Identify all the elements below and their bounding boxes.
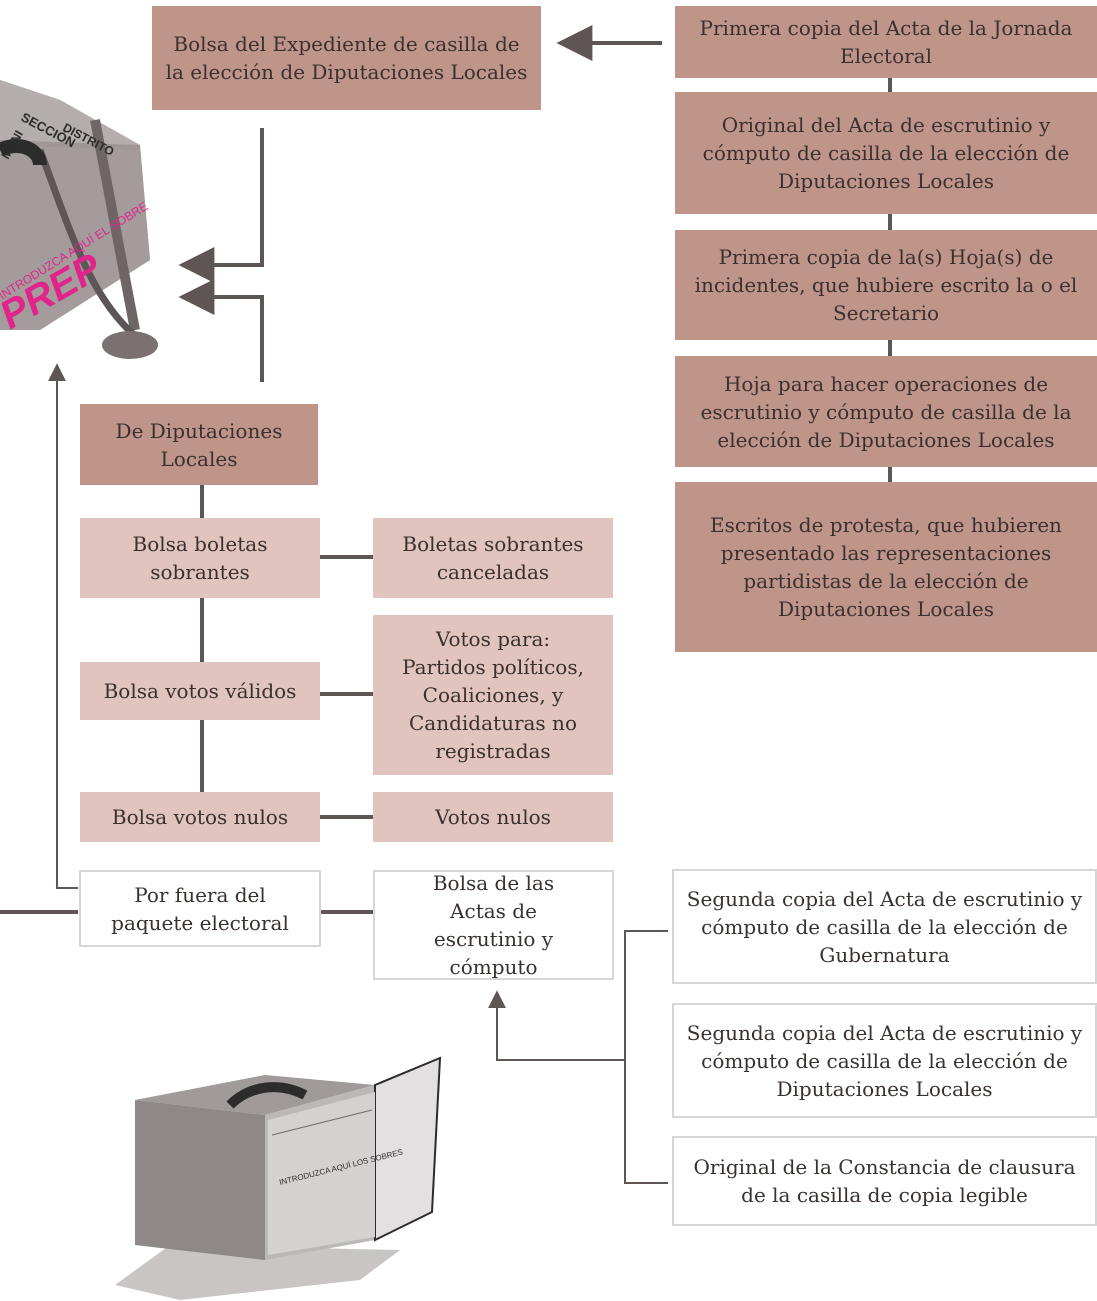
votos-para-box: Votos para: Partidos políticos, Coalicio… xyxy=(373,615,613,775)
primera-copia-hojas-incidentes-box: Primera copia de la(s) Hoja(s) de incide… xyxy=(675,230,1097,340)
bolsa-boletas-sobrantes-box: Bolsa boletas sobrantes xyxy=(80,518,320,598)
hoja-operaciones-label: Hoja para hacer operaciones de escrutini… xyxy=(700,371,1072,452)
escritos-protesta-label: Escritos de protesta, que hubieren prese… xyxy=(710,513,1062,621)
segunda-copia-diputaciones-label: Segunda copia del Acta de escrutinio y c… xyxy=(686,1020,1083,1101)
bolsa-expediente-label: Bolsa del Expediente de casilla de la el… xyxy=(165,32,528,84)
primera-copia-hojas-incidentes-label: Primera copia de la(s) Hoja(s) de incide… xyxy=(694,245,1078,325)
primera-copia-acta-jornada-box: Primera copia del Acta de la Jornada Ele… xyxy=(675,6,1097,78)
original-constancia-clausura-label: Original de la Constancia de clausura de… xyxy=(693,1155,1076,1207)
bolsa-actas-escrutinio-box: Bolsa de las Actas de escrutinio y cómpu… xyxy=(373,870,614,980)
segunda-copia-gubernatura-label: Segunda copia del Acta de escrutinio y c… xyxy=(686,886,1083,967)
boletas-sobrantes-canceladas-label: Boletas sobrantes canceladas xyxy=(402,532,584,584)
envelope-box-illustration: INTRODUZCA AQUÍ LOS SOBRES xyxy=(115,1056,442,1300)
bolsa-votos-validos-box: Bolsa votos válidos xyxy=(80,662,320,720)
bolsa-actas-escrutinio-label: Bolsa de las Actas de escrutinio y cómpu… xyxy=(432,871,555,979)
votos-nulos-box: Votos nulos xyxy=(373,792,613,842)
electoral-package-illustration: SECCIÓN DISTRITO MUNI INTRODUZCA AQUÍ EL… xyxy=(0,80,158,359)
boletas-sobrantes-canceladas-box: Boletas sobrantes canceladas xyxy=(373,518,613,598)
primera-copia-acta-jornada-label: Primera copia del Acta de la Jornada Ele… xyxy=(699,16,1073,68)
votos-para-label: Votos para: Partidos políticos, Coalicio… xyxy=(402,627,584,763)
bolsa-votos-nulos-box: Bolsa votos nulos xyxy=(80,792,320,842)
escritos-protesta-box: Escritos de protesta, que hubieren prese… xyxy=(675,482,1097,652)
original-acta-escrutinio-label: Original del Acta de escrutinio y cómput… xyxy=(702,113,1070,193)
bolsa-votos-nulos-label: Bolsa votos nulos xyxy=(111,805,289,829)
bolsa-expediente-box: Bolsa del Expediente de casilla de la el… xyxy=(152,6,541,110)
bolsa-votos-validos-label: Bolsa votos válidos xyxy=(103,679,297,703)
de-diputaciones-locales-box: De Diputaciones Locales xyxy=(80,404,318,485)
bolsa-boletas-sobrantes-label: Bolsa boletas sobrantes xyxy=(132,532,268,584)
por-fuera-paquete-label: Por fuera del paquete electoral xyxy=(111,882,289,935)
votos-nulos-label: Votos nulos xyxy=(435,805,551,829)
original-constancia-clausura-box: Original de la Constancia de clausura de… xyxy=(672,1136,1097,1226)
segunda-copia-diputaciones-box: Segunda copia del Acta de escrutinio y c… xyxy=(672,1003,1097,1118)
hoja-operaciones-box: Hoja para hacer operaciones de escrutini… xyxy=(675,356,1097,467)
original-acta-escrutinio-box: Original del Acta de escrutinio y cómput… xyxy=(675,92,1097,214)
por-fuera-paquete-box: Por fuera del paquete electoral xyxy=(79,870,321,947)
segunda-copia-gubernatura-box: Segunda copia del Acta de escrutinio y c… xyxy=(672,869,1097,984)
de-diputaciones-locales-label: De Diputaciones Locales xyxy=(115,418,283,471)
